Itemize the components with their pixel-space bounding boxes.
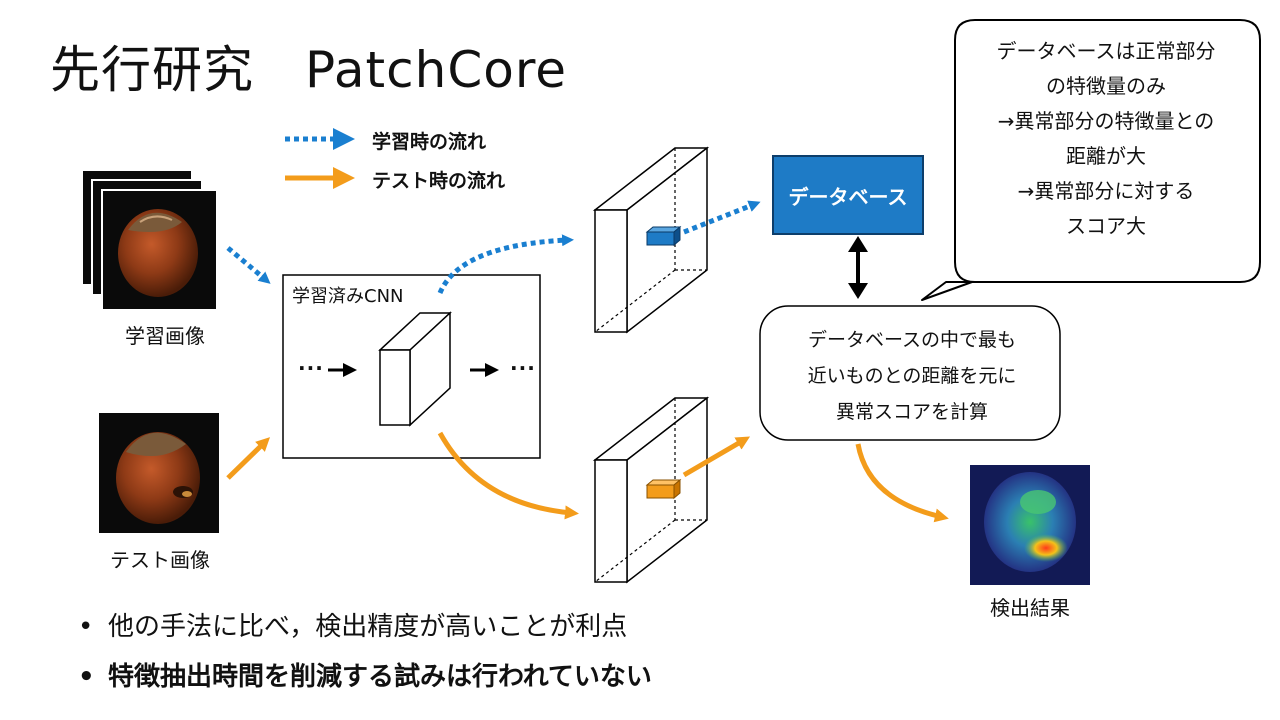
distance-line: 近いものとの距離を元に (807, 365, 1017, 387)
test-image-caption: テスト画像 (110, 548, 210, 572)
note-line: →異常部分に対する (1017, 179, 1195, 203)
feature-patch-test (645, 478, 682, 500)
note-text: データベースは正常部分 の特徴量のみ →異常部分の特徴量との 距離が大 →異常部… (958, 34, 1254, 244)
test-image (99, 413, 219, 533)
distance-line: 異常スコアを計算 (835, 401, 988, 423)
distance-line: データベースの中で最も (807, 329, 1017, 351)
patch-to-database-arrow (683, 200, 761, 235)
cnn-to-feature-test-arrow (437, 431, 579, 520)
bullet-marker: • (78, 612, 94, 642)
slide-title: 先行研究 PatchCore (50, 41, 568, 99)
note-line: スコア大 (1066, 214, 1146, 238)
database-box: データベース (772, 155, 924, 235)
distance-box (759, 305, 1061, 441)
note-line: の特徴量のみ (1046, 74, 1166, 98)
cnn-frame (282, 274, 541, 459)
bullet-marker: • (78, 662, 95, 692)
cnn-ellipsis-right: ··· (510, 356, 536, 380)
bullet-text: 特徴抽出時間を削減する試みは行われていない (108, 662, 652, 692)
database-distance-double-arrow (848, 236, 868, 299)
cnn-to-feature-training-arrow (437, 234, 574, 295)
patch-to-distance-arrow (682, 436, 751, 478)
training-image-caption: 学習画像 (125, 324, 205, 348)
legend-training-label: 学習時の流れ (372, 131, 487, 153)
test-image-to-cnn-arrow (226, 437, 271, 480)
cnn-ellipsis-left: ··· (298, 356, 324, 380)
bullet-advantage: • 他の手法に比べ，検出精度が高いことが利点 (78, 606, 627, 643)
legend-test-arrow (285, 167, 355, 189)
database-label: データベース (788, 184, 908, 209)
legend-test-label: テスト時の流れ (372, 170, 506, 192)
distance-to-result-arrow (855, 443, 949, 523)
feature-patch-training (645, 225, 682, 247)
note-line: →異常部分の特徴量との (997, 109, 1215, 133)
cnn-layer-block (378, 311, 452, 427)
bullet-limitation: • 特徴抽出時間を削減する試みは行われていない (78, 656, 652, 693)
result-heatmap-image (970, 465, 1090, 585)
train-image-to-cnn-arrow (226, 246, 271, 284)
feature-map-training (592, 146, 710, 334)
cnn-label: 学習済みCNN (292, 286, 404, 307)
bullet-text: 他の手法に比べ，検出精度が高いことが利点 (108, 612, 628, 642)
note-line: データベースは正常部分 (996, 39, 1216, 63)
training-hazelnut (118, 209, 198, 297)
feature-map-test (592, 396, 710, 584)
note-line: 距離が大 (1066, 144, 1146, 168)
note-speech-bubble (921, 19, 1261, 301)
distance-box-text: データベースの中で最も 近いものとの距離を元に 異常スコアを計算 (762, 322, 1062, 430)
legend-training-arrow (285, 128, 355, 150)
result-image-caption: 検出結果 (990, 596, 1070, 620)
training-image-stack (81, 169, 218, 311)
